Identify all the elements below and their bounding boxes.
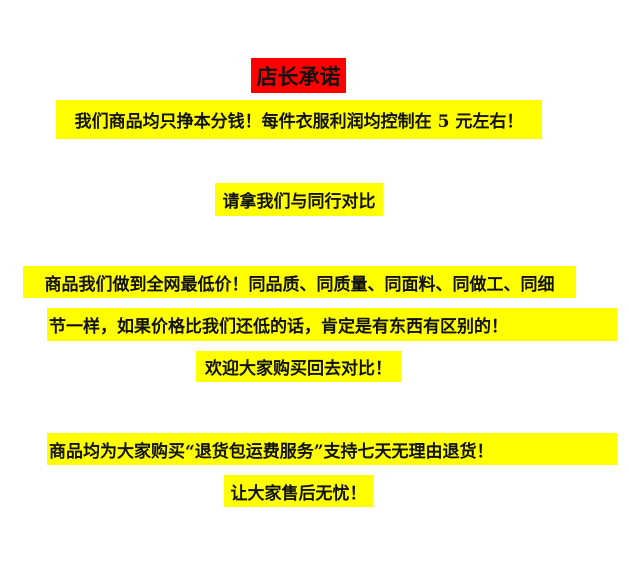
page-title: 店长承诺 xyxy=(251,58,346,93)
welcome-compare-line: 欢迎大家购买回去对比！ xyxy=(196,351,401,382)
lowest-price-line-1: 商品我们做到全网最低价！同品质、同质量、同面料、同做工、同细 xyxy=(23,266,576,298)
after-sales-line: 让大家售后无忧！ xyxy=(224,475,373,507)
return-policy-line: 商品均为大家购买“退货包运费服务”支持七天无理由退货！ xyxy=(47,433,617,465)
lowest-price-line-2: 节一样，如果价格比我们还低的话，肯定是有东西有区别的！ xyxy=(47,308,617,341)
compare-invite-line: 请拿我们与同行对比 xyxy=(215,183,383,216)
promise-line-profit: 我们商品均只挣本分钱！每件衣服利润均控制在 5 元左右！ xyxy=(56,100,542,139)
